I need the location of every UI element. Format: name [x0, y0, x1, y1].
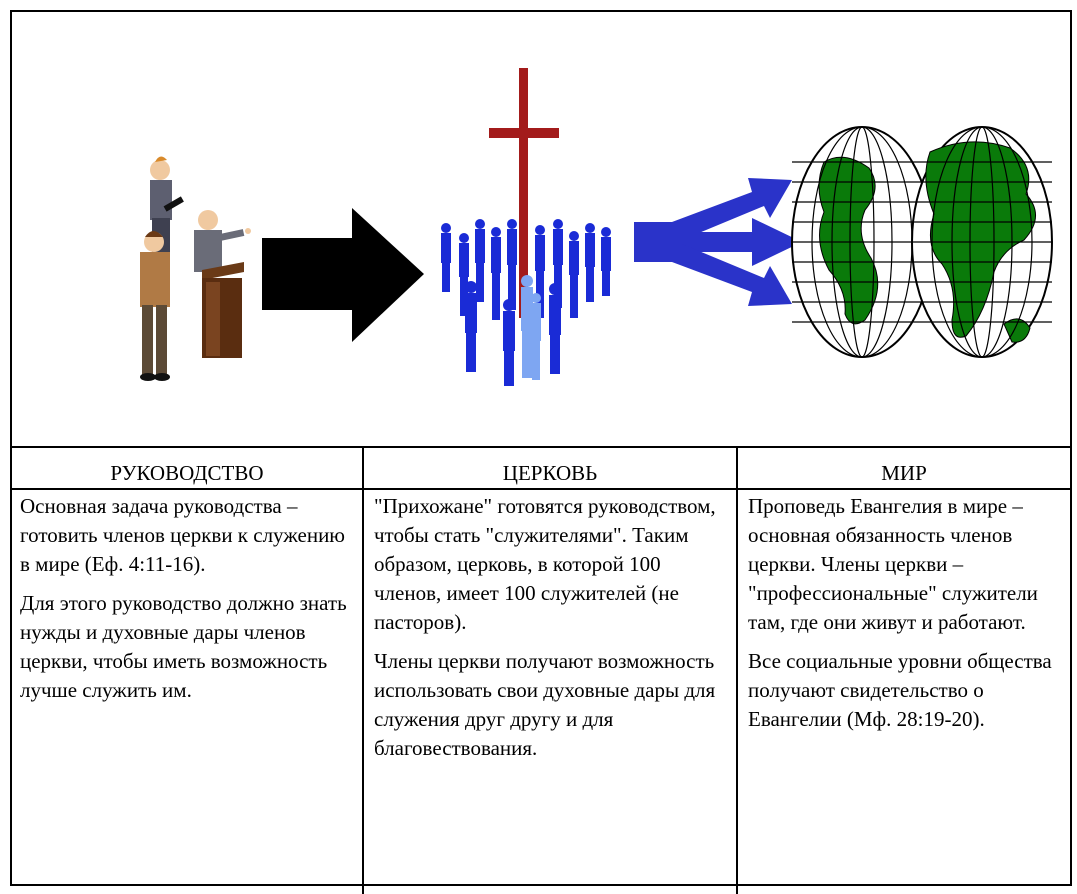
column-header-leadership: РУКОВОДСТВО	[110, 461, 264, 485]
paragraph: Члены церкви получают возможность исполь…	[374, 649, 716, 760]
paragraph: Основная задача руководства – готовить ч…	[20, 494, 345, 576]
column-body-church: "Прихожане" готовятся руководством, чтоб…	[374, 492, 726, 773]
paragraph: "Прихожане" готовятся руководством, чтоб…	[374, 494, 716, 634]
arrow-right-icon	[262, 208, 424, 342]
column-header-church: ЦЕРКОВЬ	[502, 461, 598, 485]
paragraph: Проповедь Евангелия в мире – основная об…	[748, 494, 1038, 634]
spreading-arrows-icon	[634, 178, 802, 306]
column-body-leadership: Основная задача руководства – готовить ч…	[20, 492, 354, 715]
globe-icon	[791, 126, 1053, 358]
leaders-clipart-icon	[140, 156, 251, 381]
illustration-area	[140, 68, 1053, 386]
slide-frame: РУКОВОДСТВО ЦЕРКОВЬ МИР Основная задача …	[10, 10, 1072, 894]
paragraph: Все социальные уровни общества получают …	[748, 649, 1052, 731]
header-bottom-line	[12, 488, 1070, 490]
column-divider-2	[736, 446, 738, 894]
paragraph: Для этого руководство должно знать нужды…	[20, 591, 347, 702]
church-crowd-icon	[441, 68, 611, 386]
column-header-world: МИР	[881, 461, 927, 485]
column-divider-1	[362, 446, 364, 894]
header-top-line	[12, 446, 1070, 448]
column-body-world: Проповедь Евангелия в мире – основная об…	[748, 492, 1064, 744]
